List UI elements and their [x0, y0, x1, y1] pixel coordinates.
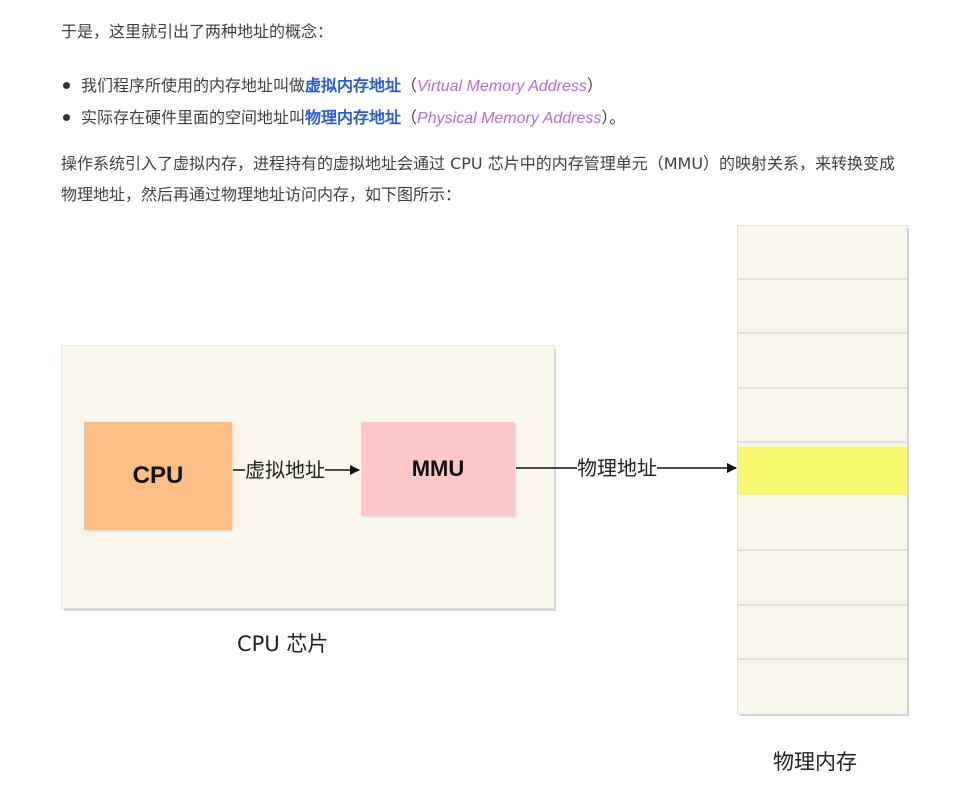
memory-cell: [738, 389, 907, 443]
paren-close: ）。: [601, 108, 626, 127]
intro-text: 于是，这里就引出了两种地址的概念：: [61, 22, 334, 41]
cpu-label: CPU: [132, 462, 184, 489]
list-item-physical-address: 实际存在硬件里面的空间地址叫物理内存地址（Physical Memory Add…: [61, 102, 625, 134]
list-item-virtual-address: 我们程序所使用的内存地址叫做虚拟内存地址（Virtual Memory Addr…: [61, 70, 625, 102]
paren-open: （: [401, 76, 418, 95]
bullet-dot-icon: [63, 114, 70, 121]
physical-memory-caption: 物理内存: [773, 750, 857, 774]
term-physical-memory-address: 物理内存地址: [305, 108, 402, 127]
paren-close: ）: [586, 76, 603, 95]
bullet-prefix: 实际存在硬件里面的空间地址叫: [81, 108, 306, 127]
memory-cell: [738, 334, 907, 389]
virtual-address-label: 虚拟地址: [245, 458, 325, 482]
memory-cell: [738, 606, 907, 660]
memory-cell-highlighted: [738, 446, 907, 496]
address-concept-list: 我们程序所使用的内存地址叫做虚拟内存地址（Virtual Memory Addr…: [61, 70, 625, 134]
bullet-prefix: 我们程序所使用的内存地址叫做: [81, 76, 306, 95]
bullet-dot-icon: [63, 82, 70, 89]
memory-cell: [738, 660, 907, 714]
explanation-paragraph: 操作系统引入了虚拟内存，进程持有的虚拟地址会通过 CPU 芯片中的内存管理单元（…: [61, 154, 896, 204]
term-virtual-memory-address: 虚拟内存地址: [305, 76, 402, 95]
cpu-chip-box: [62, 346, 554, 608]
memory-cell: [738, 280, 907, 335]
mmu-block: MMU: [361, 422, 515, 516]
paren-open: （: [401, 108, 418, 127]
memory-cell: [738, 551, 907, 606]
cpu-block: CPU: [84, 422, 232, 530]
memory-cell: [738, 226, 907, 281]
mmu-label: MMU: [411, 456, 465, 481]
term-english-virtual: Virtual Memory Address: [417, 78, 587, 95]
physical-address-label: 物理地址: [577, 456, 657, 480]
cpu-chip-caption: CPU 芯片: [237, 632, 329, 656]
term-english-physical: Physical Memory Address: [417, 110, 602, 127]
memory-cell: [738, 497, 907, 552]
physical-memory-column: [738, 226, 907, 714]
